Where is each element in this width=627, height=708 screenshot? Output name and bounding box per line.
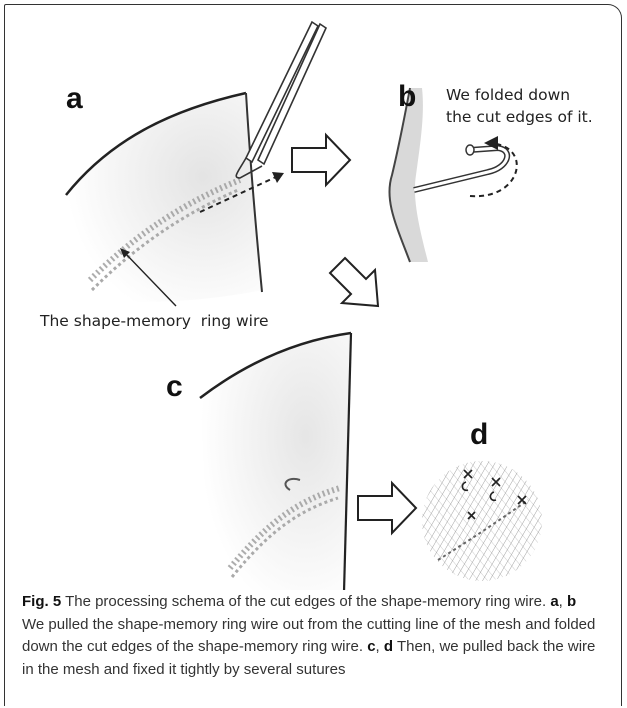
panel-a-mesh xyxy=(66,93,262,302)
caption-intro: The processing schema of the cut edges o… xyxy=(61,593,550,610)
caption-sep-1: , xyxy=(559,593,567,610)
caption-ref-c: c xyxy=(367,638,375,655)
panel-d-mesh xyxy=(422,461,542,581)
arrow-a-to-b-icon xyxy=(292,135,350,185)
fold-annotation: We folded down the cut edges of it. xyxy=(446,84,593,128)
caption-sep-2: , xyxy=(376,638,384,655)
panel-c-mesh xyxy=(200,333,351,590)
fold-annotation-line-2: the cut edges of it. xyxy=(446,106,593,128)
caption-ref-b: b xyxy=(567,593,576,610)
caption-fig-label: Fig. 5 xyxy=(22,593,61,610)
panel-label-a: a xyxy=(66,82,83,116)
arrow-b-to-c-icon xyxy=(330,258,378,306)
caption-ref-a: a xyxy=(550,593,558,610)
panel-label-c: c xyxy=(166,370,183,404)
caption-ref-d: d xyxy=(384,638,393,655)
figure-caption: Fig. 5 The processing schema of the cut … xyxy=(22,591,602,681)
arrow-c-to-d-icon xyxy=(358,483,416,533)
wire-annotation: The shape-memory ring wire xyxy=(40,310,269,332)
fold-annotation-line-1: We folded down xyxy=(446,84,593,106)
panel-label-b: b xyxy=(398,80,416,114)
panel-label-d: d xyxy=(470,418,488,452)
